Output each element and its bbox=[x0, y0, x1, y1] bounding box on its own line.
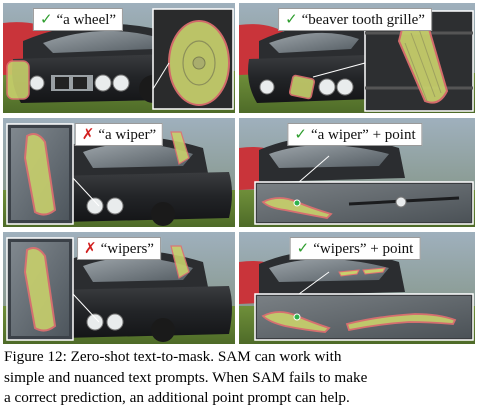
prompt-text: “a wiper” + point bbox=[310, 127, 416, 143]
prompt-text: “wipers” + point bbox=[313, 241, 414, 257]
prompt-label: ✓“beaver tooth grille” bbox=[278, 8, 432, 31]
car-photo-wiper bbox=[3, 118, 235, 227]
prompt-label: ✗“wipers” bbox=[77, 237, 161, 260]
cross-icon: ✗ bbox=[84, 239, 97, 257]
check-icon: ✓ bbox=[39, 10, 53, 28]
panel-wiper-point: ✓“a wiper” + point bbox=[239, 118, 475, 227]
prompt-text: “a wiper” bbox=[98, 127, 157, 143]
figure-grid: ✓“a wheel” ✓“beaver tooth grille” bbox=[3, 3, 475, 344]
check-icon: ✓ bbox=[296, 239, 310, 257]
prompt-text: “a wheel” bbox=[56, 12, 117, 28]
cross-icon: ✗ bbox=[81, 125, 95, 143]
prompt-label: ✓“wipers” + point bbox=[289, 237, 421, 260]
prompt-text: “beaver tooth grille” bbox=[301, 12, 425, 28]
check-icon: ✓ bbox=[285, 10, 298, 28]
caption-line: a correct prediction, an additional poin… bbox=[4, 389, 350, 406]
panel-wiper-fail: ✗“a wiper” bbox=[3, 118, 235, 227]
car-photo-wiper-point bbox=[239, 118, 475, 227]
caption-line: simple and nuanced text prompts. When SA… bbox=[4, 368, 368, 386]
prompt-label: ✓“a wiper” + point bbox=[287, 123, 423, 146]
check-icon: ✓ bbox=[294, 125, 307, 143]
prompt-label: ✓“a wheel” bbox=[32, 8, 124, 31]
panel-wipers-point: ✓“wipers” + point bbox=[239, 232, 475, 344]
caption-line: Figure 12: Zero-shot text-to-mask. SAM c… bbox=[4, 348, 342, 365]
figure-caption: Figure 12: Zero-shot text-to-mask. SAM c… bbox=[4, 347, 476, 409]
panel-grille: ✓“beaver tooth grille” bbox=[239, 3, 475, 113]
panel-wipers-fail: ✗“wipers” bbox=[3, 232, 235, 344]
panel-wheel: ✓“a wheel” bbox=[3, 3, 235, 113]
prompt-text: “wipers” bbox=[100, 241, 154, 257]
prompt-label: ✗“a wiper” bbox=[74, 123, 164, 146]
